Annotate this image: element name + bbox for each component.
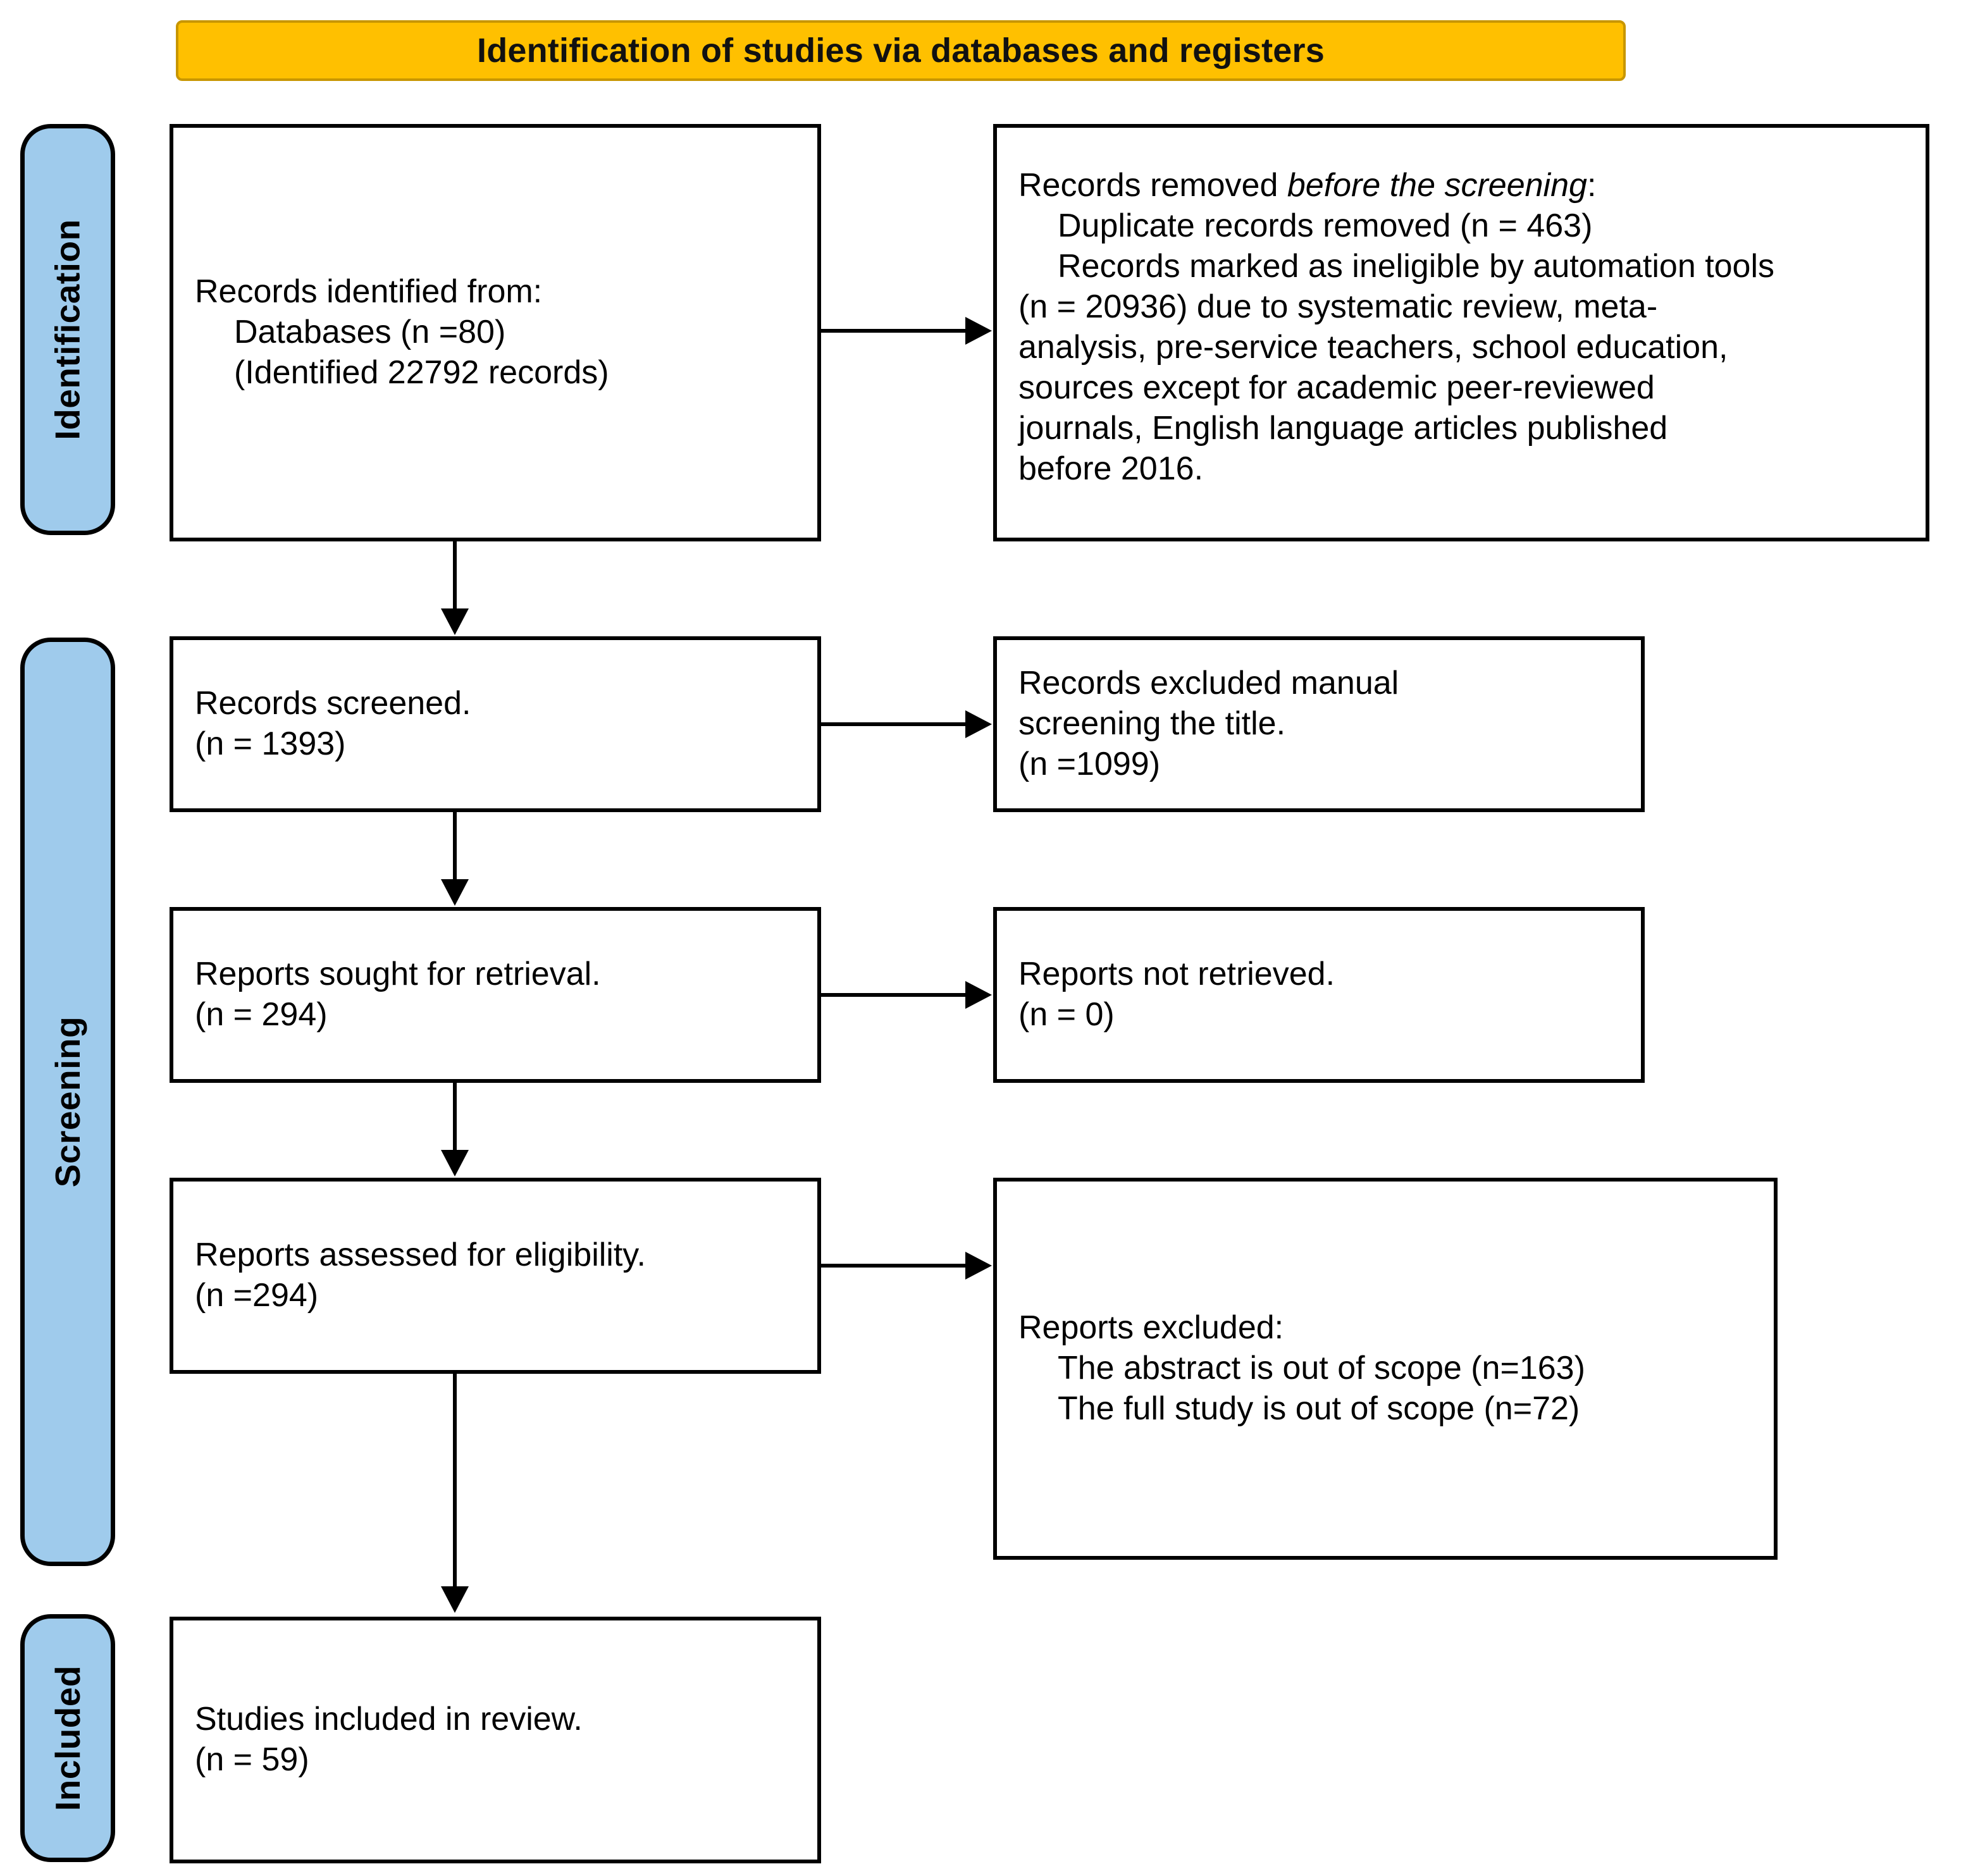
stage-label-identification: Identification: [48, 219, 88, 440]
arrowhead-assessed-to-excluded: [965, 1252, 992, 1280]
stage-sidebar-included: Included: [20, 1614, 115, 1862]
records-removed-line-1-italic: before the screening: [1287, 167, 1587, 204]
box-records-excluded: Records excluded manual screening the ti…: [993, 636, 1645, 812]
records-removed-line-5: analysis, pre-service teachers, school e…: [1018, 328, 1728, 366]
records-removed-line-1-part-a: Records removed: [1018, 167, 1287, 204]
box-records-identified: Records identified from: Databases (n =8…: [170, 124, 821, 541]
stage-sidebar-screening: Screening: [20, 638, 115, 1566]
connector-sought-to-not-retrieved: [821, 993, 965, 997]
arrowhead-sought-to-assessed: [441, 1150, 469, 1176]
arrowhead-identified-to-screened: [441, 608, 469, 635]
records-removed-line-1-part-c: :: [1587, 167, 1597, 204]
reports-sought-line-2: (n = 294): [195, 996, 328, 1033]
reports-excluded-line-1: Reports excluded:: [1018, 1309, 1284, 1347]
arrowhead-screened-to-sought: [441, 879, 469, 906]
connector-sought-to-assessed: [453, 1083, 457, 1152]
connector-screened-to-excluded: [821, 722, 965, 726]
records-identified-line-2: Databases (n =80): [234, 314, 506, 351]
page-title: Identification of studies via databases …: [477, 32, 1325, 70]
stage-label-screening: Screening: [48, 1016, 87, 1188]
records-removed-line-2: Duplicate records removed (n = 463): [1058, 207, 1593, 244]
box-studies-included: Studies included in review. (n = 59): [170, 1617, 821, 1863]
connector-identified-to-removed: [821, 329, 965, 333]
box-reports-sought: Reports sought for retrieval. (n = 294): [170, 907, 821, 1083]
connector-assessed-to-excluded: [821, 1264, 965, 1268]
reports-not-retrieved-line-2: (n = 0): [1018, 996, 1115, 1033]
arrowhead-assessed-to-included: [441, 1586, 469, 1613]
connector-identified-to-screened: [453, 541, 457, 611]
reports-excluded-line-2: The abstract is out of scope (n=163): [1058, 1350, 1585, 1387]
records-excluded-line-3: (n =1099): [1018, 745, 1161, 782]
reports-not-retrieved-line-1: Reports not retrieved.: [1018, 956, 1335, 993]
reports-excluded-line-3: The full study is out of scope (n=72): [1058, 1390, 1580, 1427]
box-reports-not-retrieved: Reports not retrieved. (n = 0): [993, 907, 1645, 1083]
records-removed-line-3: Records marked as ineligible by automati…: [1058, 247, 1775, 285]
reports-assessed-line-2: (n =294): [195, 1277, 319, 1314]
arrowhead-screened-to-excluded: [965, 710, 992, 738]
reports-assessed-line-1: Reports assessed for eligibility.: [195, 1237, 646, 1274]
records-screened-line-1: Records screened.: [195, 685, 471, 722]
reports-sought-line-1: Reports sought for retrieval.: [195, 956, 601, 993]
box-records-screened: Records screened. (n = 1393): [170, 636, 821, 812]
diagram-title-banner: Identification of studies via databases …: [176, 20, 1626, 81]
arrowhead-identified-to-removed: [965, 317, 992, 345]
studies-included-line-2: (n = 59): [195, 1741, 309, 1778]
box-records-removed: Records removed before the screening: Du…: [993, 124, 1929, 541]
records-removed-line-8: before 2016.: [1018, 450, 1204, 487]
stage-label-included: Included: [48, 1665, 87, 1811]
box-reports-assessed: Reports assessed for eligibility. (n =29…: [170, 1178, 821, 1374]
records-removed-line-1: Records removed before the screening:: [1018, 166, 1904, 206]
studies-included-line-1: Studies included in review.: [195, 1701, 583, 1738]
records-identified-line-1: Records identified from:: [195, 273, 543, 311]
records-removed-line-4: (n = 20936) due to systematic review, me…: [1018, 288, 1658, 325]
records-identified-line-3: (Identified 22792 records): [234, 354, 609, 391]
box-reports-excluded: Reports excluded: The abstract is out of…: [993, 1178, 1778, 1560]
connector-assessed-to-included: [453, 1374, 457, 1589]
stage-sidebar-identification: Identification: [20, 124, 115, 535]
records-excluded-line-1: Records excluded manual: [1018, 665, 1399, 702]
connector-screened-to-sought: [453, 812, 457, 882]
arrowhead-sought-to-not-retrieved: [965, 981, 992, 1009]
records-screened-line-2: (n = 1393): [195, 725, 346, 762]
records-excluded-line-2: screening the title.: [1018, 705, 1286, 743]
records-removed-line-6: sources except for academic peer-reviewe…: [1018, 369, 1655, 406]
records-removed-line-7: journals, English language articles publ…: [1018, 409, 1668, 447]
